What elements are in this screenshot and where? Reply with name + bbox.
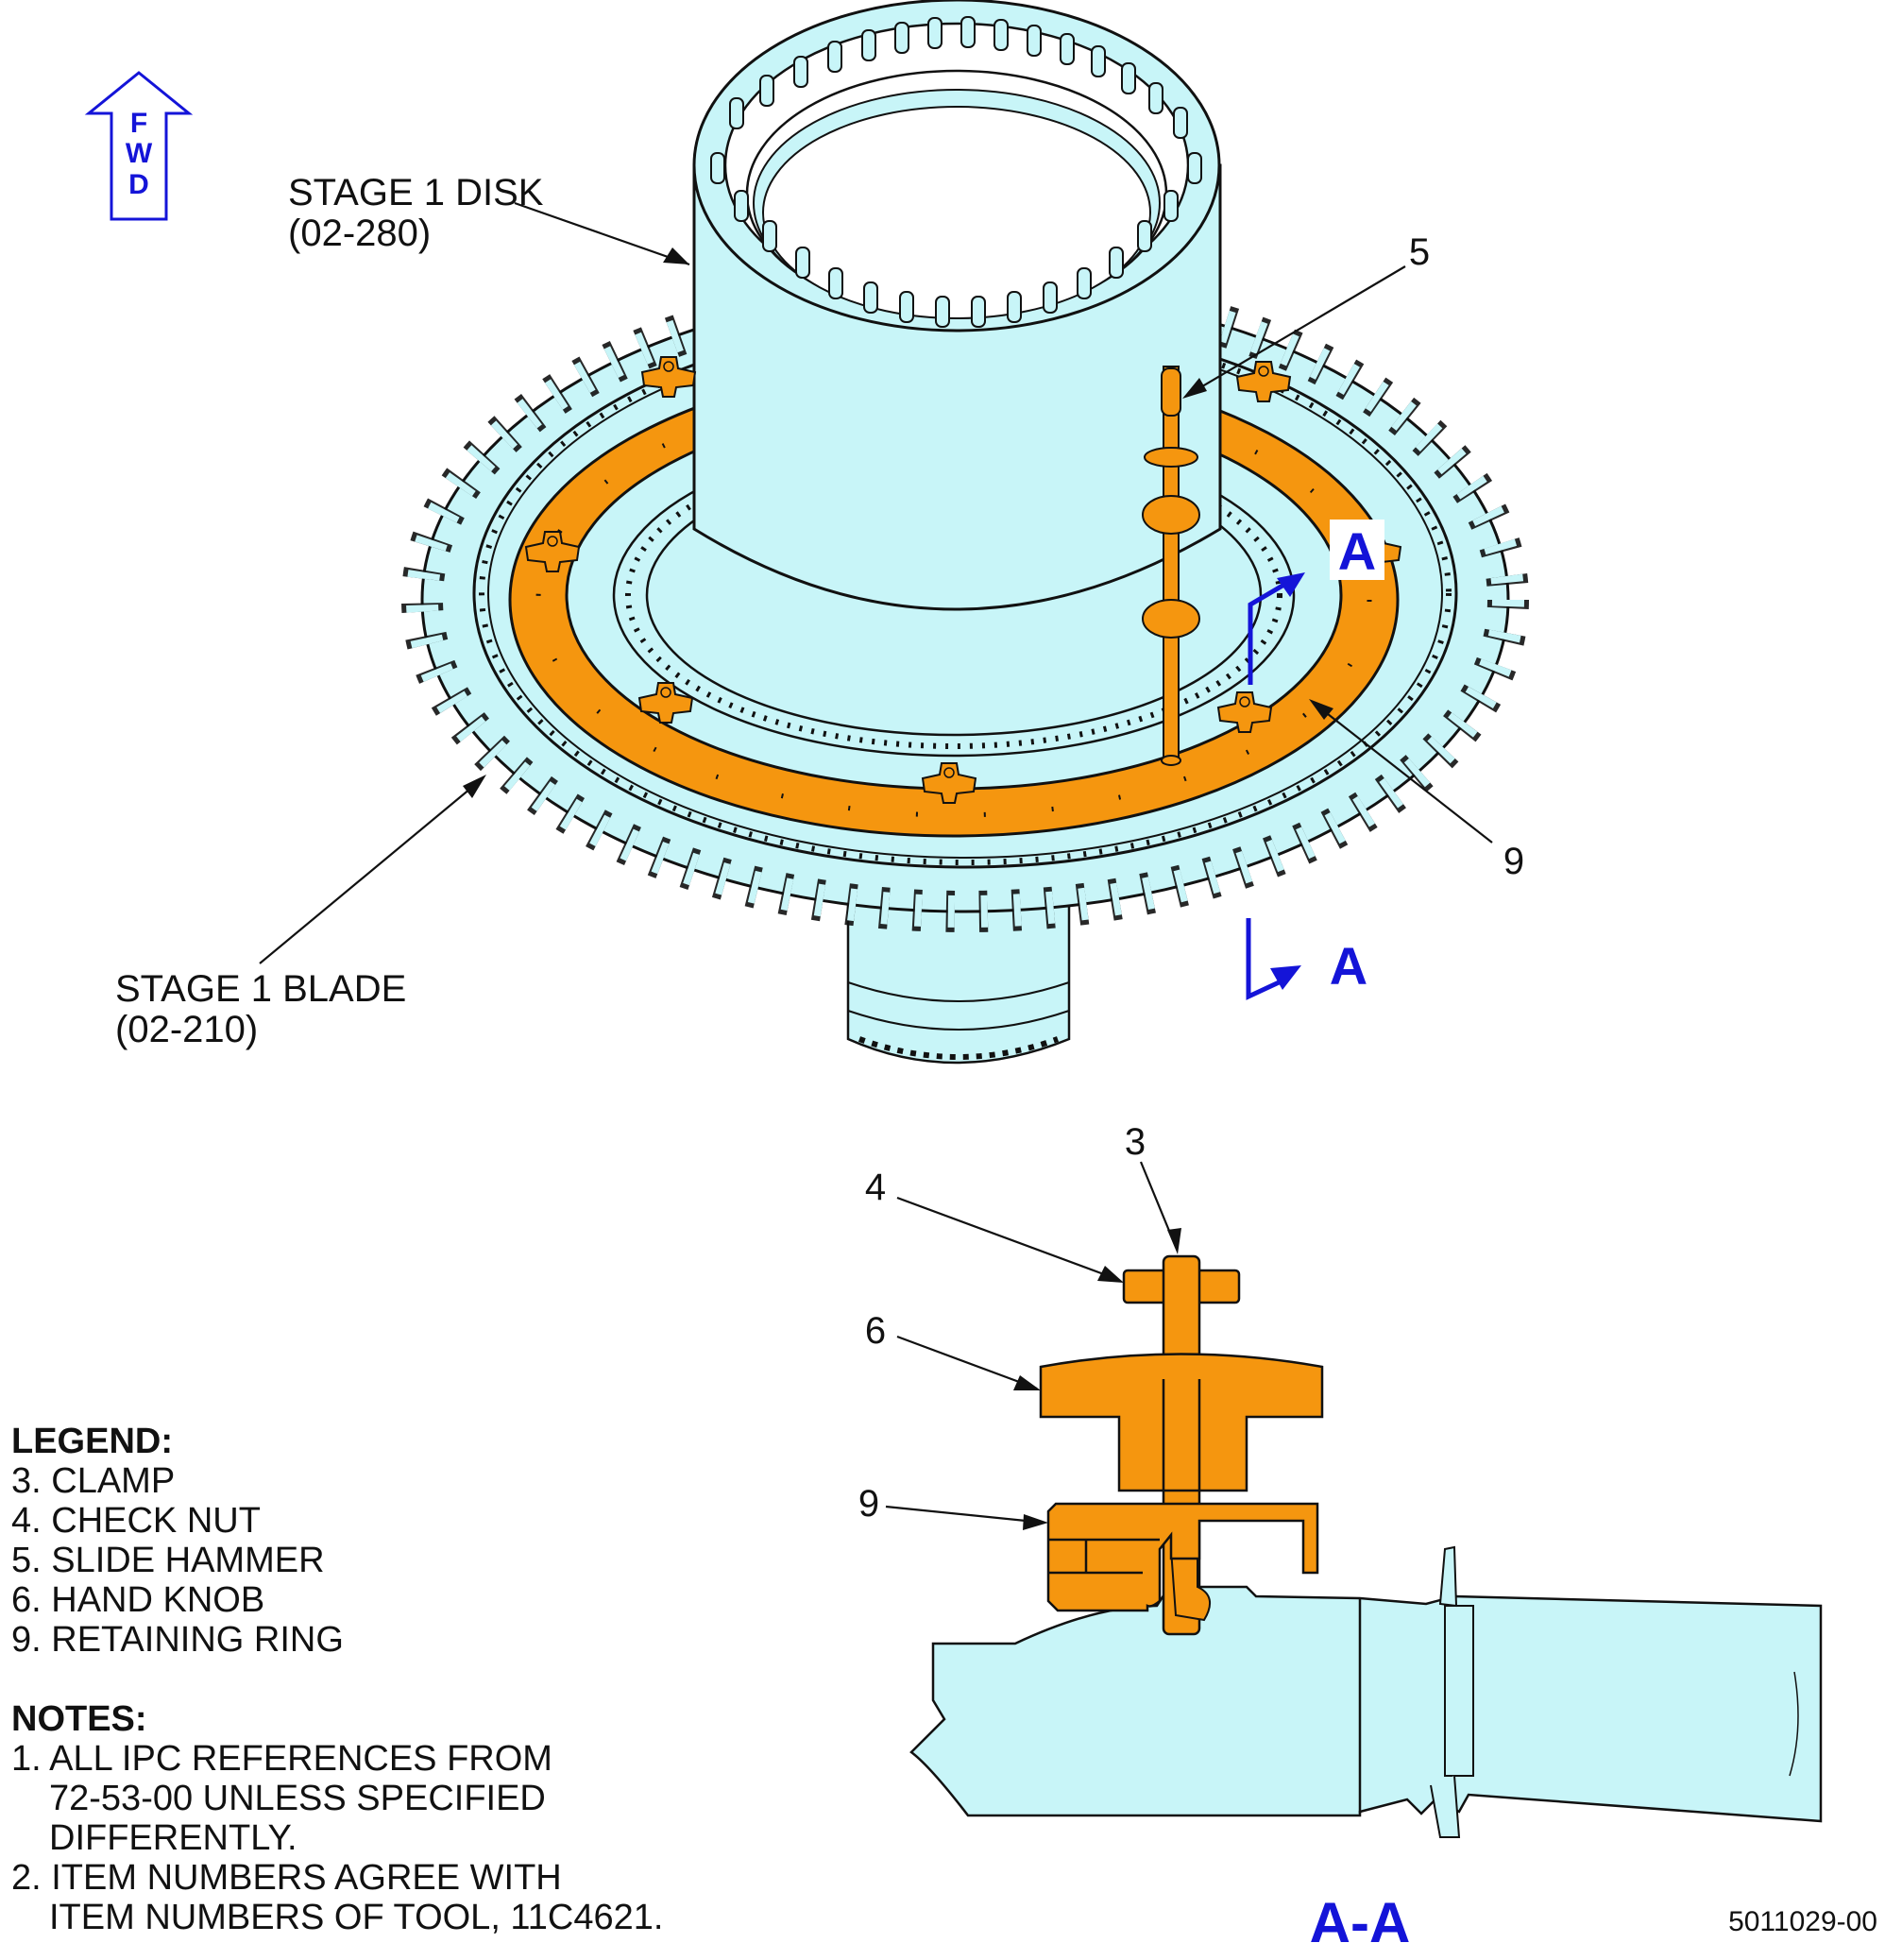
note-2-line-2: ITEM NUMBERS OF TOOL, 11C4621. [49, 1898, 664, 1937]
assembly-callouts: STAGE 1 DISK (02-280) STAGE 1 BLADE (02-… [115, 172, 1524, 1050]
section-marker-background [1330, 520, 1384, 580]
fwd-arrow-icon: F W D [84, 71, 194, 221]
note-1-line-3: DIFFERENTLY. [49, 1818, 297, 1858]
slide-hammer [1142, 366, 1200, 766]
fwd-letter-f: F [130, 108, 147, 139]
stage1-disk [692, 0, 1222, 611]
section-hand-knob [1039, 1353, 1324, 1492]
fwd-letter-w: W [126, 138, 153, 169]
notes-title: NOTES: [11, 1699, 147, 1739]
callout-item-3: 3 [1125, 1121, 1146, 1163]
legend-item-clamp: 3. CLAMP [11, 1461, 176, 1501]
assembly-view: A A [401, 0, 1529, 1065]
figure-number: 5011029-00 [1728, 1906, 1877, 1937]
legend-item-hand-knob: 6. HAND KNOB [11, 1580, 265, 1620]
section-marker-lower: A [1330, 936, 1367, 996]
section-marker-upper: A [1338, 521, 1376, 581]
section-a-a-view: 3 4 6 9 A-A [858, 1121, 1823, 1954]
legend-item-check-nut: 4. CHECK NUT [11, 1501, 261, 1541]
stage1-disk-ref: (02-280) [288, 213, 431, 254]
callout-item-9-top: 9 [1503, 841, 1524, 882]
note-1-line-2: 72-53-00 UNLESS SPECIFIED [49, 1779, 546, 1818]
callout-item-5: 5 [1409, 231, 1430, 273]
legend-title: LEGEND: [11, 1422, 173, 1461]
section-cut-line [1246, 572, 1305, 1000]
note-2-line-1: 2. ITEM NUMBERS AGREE WITH [11, 1858, 562, 1898]
stage1-blade-ref: (02-210) [115, 1009, 258, 1050]
stage1-disk-label: STAGE 1 DISK [288, 172, 544, 213]
legend-item-slide-hammer: 5. SLIDE HAMMER [11, 1541, 325, 1580]
callout-item-6: 6 [865, 1310, 886, 1352]
callout-item-9-bottom: 9 [858, 1483, 879, 1525]
stage1-blade-label: STAGE 1 BLADE [115, 968, 406, 1010]
section-blade [909, 1545, 1823, 1838]
callout-item-4: 4 [865, 1167, 886, 1208]
note-1-line-1: 1. ALL IPC REFERENCES FROM [11, 1739, 552, 1779]
fwd-letter-d: D [128, 169, 149, 200]
section-view-label: A-A [1310, 1891, 1411, 1954]
legend-notes-block: LEGEND: 3. CLAMP 4. CHECK NUT 5. SLIDE H… [11, 1422, 663, 1937]
legend-item-retaining-ring: 9. RETAINING RING [11, 1620, 344, 1660]
section-retaining-ring [1046, 1502, 1319, 1612]
